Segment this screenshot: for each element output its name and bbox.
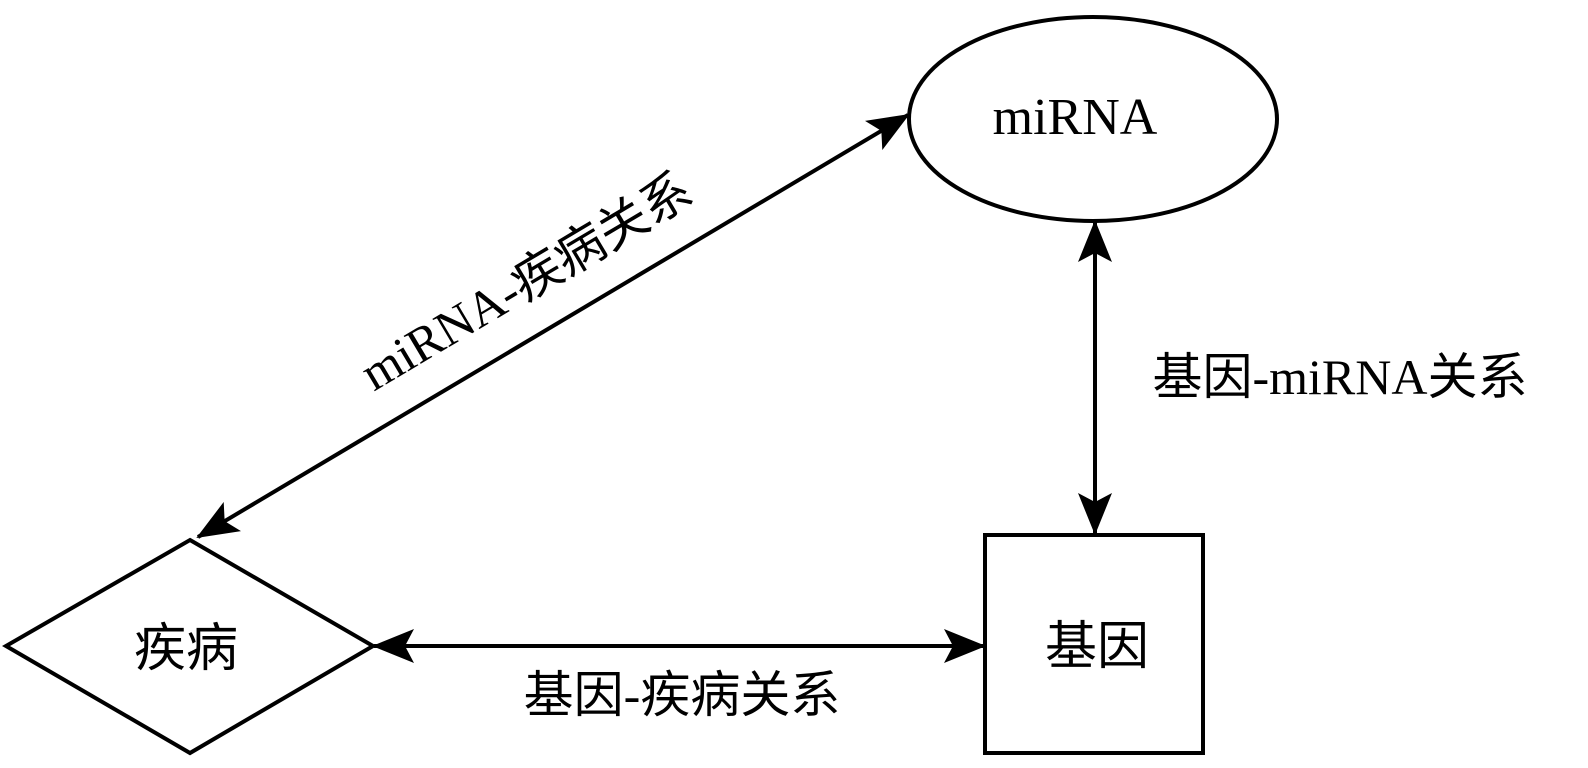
gene-mirna-label: 基因-miRNA关系 — [1153, 349, 1528, 405]
mirna-node: miRNA — [907, 15, 1279, 223]
disease-node-label: 疾病 — [134, 621, 238, 678]
gene-node: 基因 — [983, 533, 1205, 755]
gene-disease-label: 基因-疾病关系 — [524, 667, 841, 723]
mirna-disease-label: miRNA-疾病关系 — [351, 162, 702, 402]
gene-node-label: 基因 — [1045, 619, 1149, 676]
disease-node: 疾病 — [2, 537, 377, 756]
mirna-node-label: miRNA — [993, 89, 1158, 146]
mirna-disease-arrow — [196, 113, 910, 539]
